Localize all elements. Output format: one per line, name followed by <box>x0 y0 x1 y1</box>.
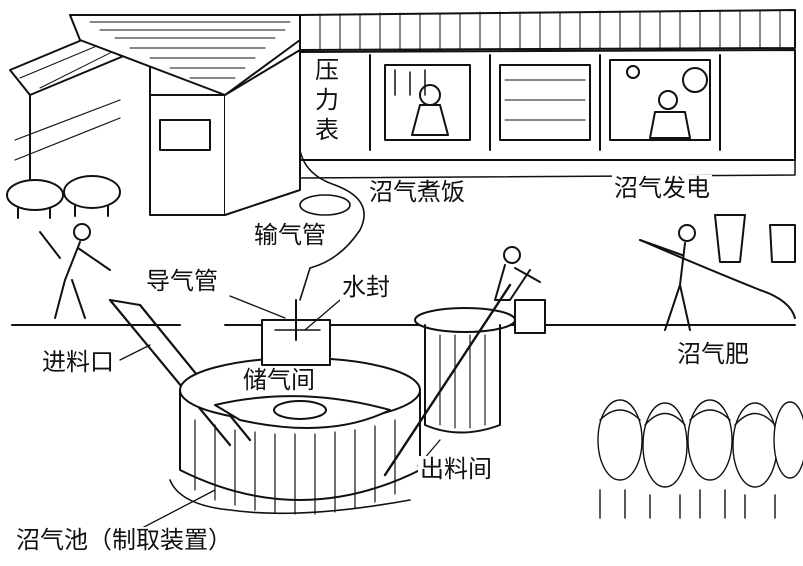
outlet-chamber <box>383 283 516 477</box>
digester-label: 沼气池（制取装置） <box>14 526 234 555</box>
pressure-gauge-label: 压力表 <box>310 55 344 145</box>
worker-outlet <box>494 246 546 334</box>
fertilizer-label: 沼气肥 <box>675 340 751 369</box>
pigs <box>6 175 121 219</box>
water-seal-label: 水封 <box>340 273 392 302</box>
pressure-gauge-pipe <box>299 59 365 301</box>
house <box>69 9 796 216</box>
gas-cooking-label: 沼气煮饭 <box>367 178 467 207</box>
guide-pipe-label: 导气管 <box>144 267 220 296</box>
inlet-label: 进料口 <box>40 348 116 377</box>
storage-label: 储气间 <box>241 366 317 395</box>
outlet-label: 出料间 <box>418 455 494 484</box>
worker-fertilizer <box>639 214 796 331</box>
inlet-pipe <box>108 298 252 447</box>
farmer-left <box>39 223 111 319</box>
vegetables <box>597 399 803 519</box>
gas-pipe-label: 输气管 <box>252 221 328 250</box>
gas-pipe-coil <box>299 194 351 216</box>
gas-outlet-chamber <box>261 299 331 366</box>
gas-power-label: 沼气发电 <box>612 174 712 203</box>
